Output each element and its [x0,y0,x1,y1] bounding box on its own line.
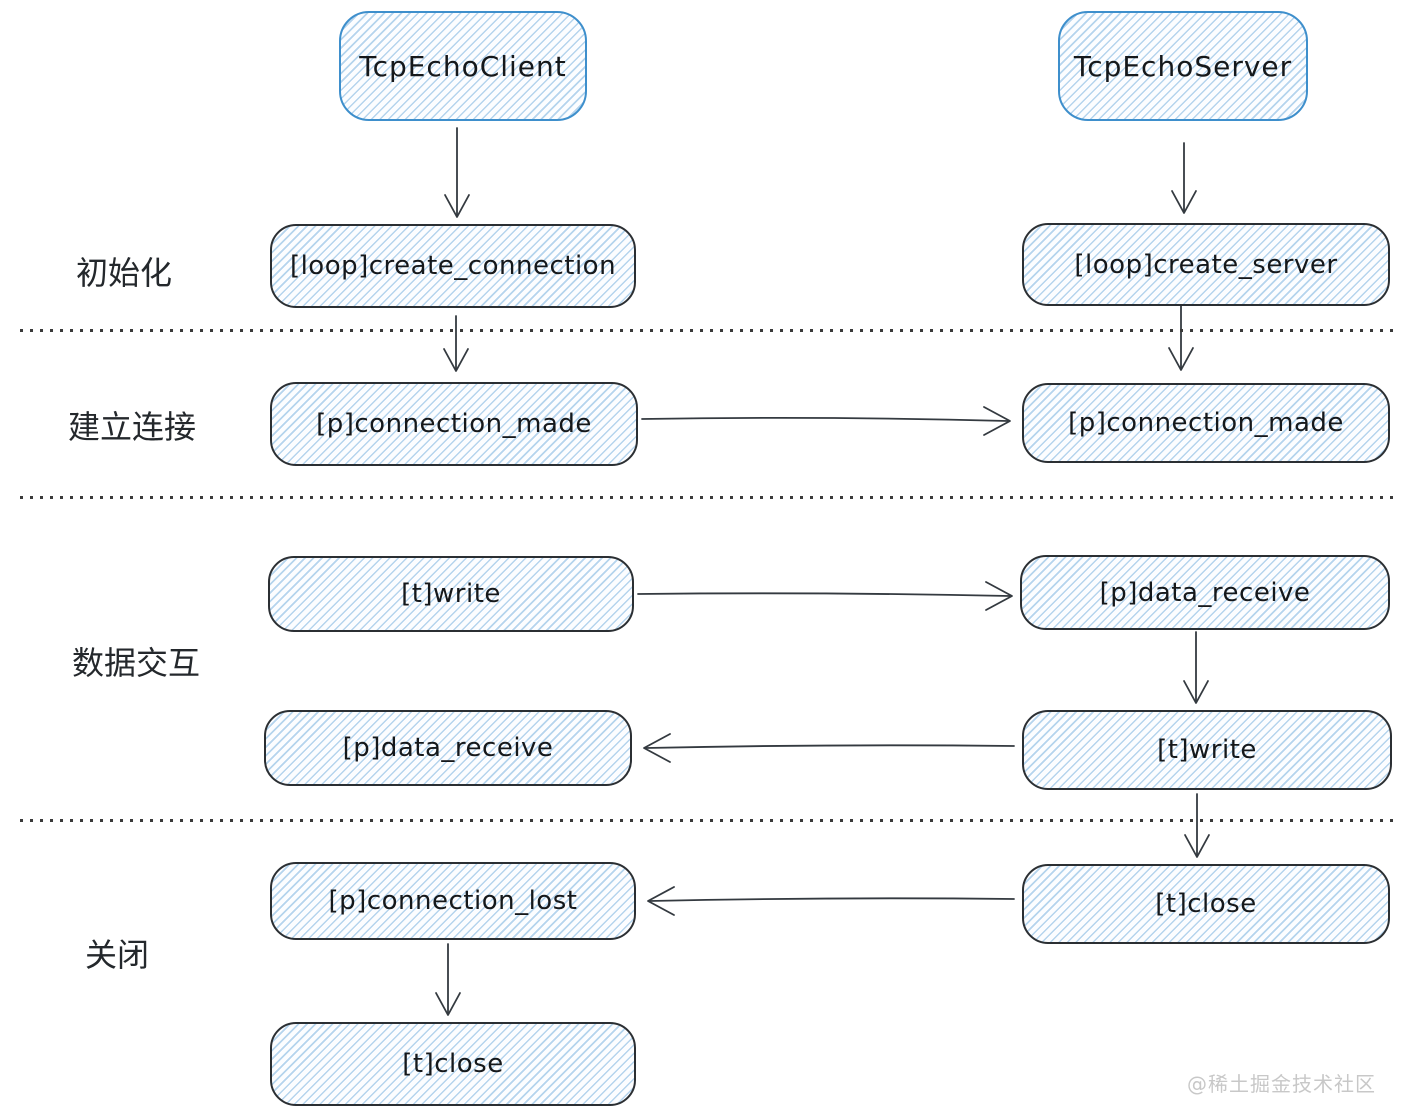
phase-label-data: 数据交互 [72,645,201,681]
arrow-server-to-create-server [1171,142,1197,214]
phase-separator-init [20,329,1395,332]
arrow-client-to-create-connection [444,127,470,218]
arrow-create-connection-to-connection-made [443,315,469,372]
arrow-server-close-to-client-connection-lost [647,886,1015,916]
arrow-server-data-receive-to-server-write [1183,631,1209,704]
node-server-close: [t]close [1022,864,1390,944]
node-label: [loop]create_server [1074,249,1338,280]
node-client-connection-made: [p]connection_made [270,382,638,466]
node-client-data-receive: [p]data_receive [264,710,632,786]
arrow-connection-made-client-to-server [641,406,1011,436]
node-server-data-receive: [p]data_receive [1020,555,1390,630]
node-label: [p]data_receive [1099,577,1311,608]
arrow-server-write-to-client-data-receive [643,733,1015,763]
node-client-connection-lost: [p]connection_lost [270,862,636,940]
node-label: [loop]create_connection [289,251,617,281]
node-loop-create-connection: [loop]create_connection [270,224,636,308]
node-label: [p]connection_lost [328,886,578,916]
node-label: [p]connection_made [1068,408,1344,438]
phase-separator-connect [20,496,1395,499]
arrow-server-write-to-server-close [1184,793,1210,858]
phase-label-init: 初始化 [76,255,173,291]
node-label: [p]data_receive [342,733,554,763]
phase-separator-data [20,819,1395,822]
actor-tcp-echo-client: TcpEchoClient [339,11,587,121]
node-client-close: [t]close [270,1022,636,1106]
node-label: [t]close [1155,889,1257,919]
arrow-client-write-to-server-data-receive [637,581,1013,611]
phase-label-connect: 建立连接 [68,409,197,445]
node-client-write: [t]write [268,556,634,632]
node-label: [t]write [401,579,501,609]
arrow-connection-lost-to-client-close [435,943,461,1016]
actor-label: TcpEchoClient [359,49,567,83]
phase-label-close: 关闭 [85,937,150,973]
actor-label: TcpEchoServer [1073,49,1293,83]
node-label: [t]close [402,1049,504,1079]
node-label: [t]write [1157,735,1257,765]
node-loop-create-server: [loop]create_server [1022,223,1390,306]
arrow-create-server-to-connection-made [1168,304,1194,371]
node-label: [p]connection_made [316,409,592,439]
node-server-connection-made: [p]connection_made [1022,383,1390,463]
watermark: @稀土掘金技术社区 [1187,1072,1376,1096]
actor-tcp-echo-server: TcpEchoServer [1058,11,1308,121]
node-server-write: [t]write [1022,710,1392,790]
